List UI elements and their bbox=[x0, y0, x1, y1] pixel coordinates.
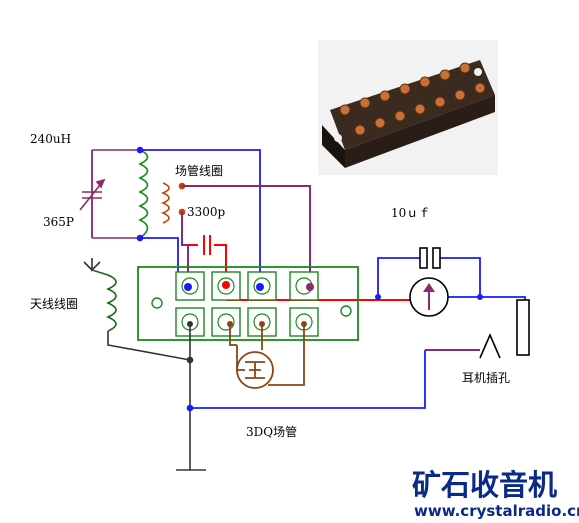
fet-transistor bbox=[229, 324, 305, 389]
fet-coil-label: 场管线圈 bbox=[175, 163, 223, 178]
variable-cap-label: 365P bbox=[43, 215, 74, 229]
capacitor-3300-label: 3300p bbox=[187, 205, 226, 219]
earphone-jack-label: 耳机插孔 bbox=[462, 371, 510, 385]
earphone-jack bbox=[516, 299, 530, 356]
fet-coil bbox=[160, 182, 186, 224]
purple-wires bbox=[181, 185, 501, 359]
cap-10uf-label: 10ｕｆ bbox=[391, 206, 430, 220]
watermark-url: www.crystalradio.cn bbox=[414, 502, 579, 520]
terminal-block-photo bbox=[318, 40, 498, 175]
inductor-240uh bbox=[138, 149, 149, 239]
transistor-label: 3DQ场管 bbox=[246, 424, 297, 439]
capacitor-10uf bbox=[419, 247, 441, 269]
antenna-coil bbox=[83, 258, 191, 361]
ground-wire bbox=[176, 324, 206, 471]
terminal-block bbox=[137, 266, 359, 341]
watermark-title: 矿石收音机 bbox=[412, 468, 557, 502]
current-meter bbox=[375, 277, 483, 317]
watermark: 矿石收音机 www.crystalradio.cn bbox=[412, 468, 579, 520]
antenna-coil-label: 天线线圈 bbox=[30, 297, 78, 311]
tuning-tank bbox=[79, 146, 149, 242]
inductance-label: 240uH bbox=[30, 132, 71, 146]
